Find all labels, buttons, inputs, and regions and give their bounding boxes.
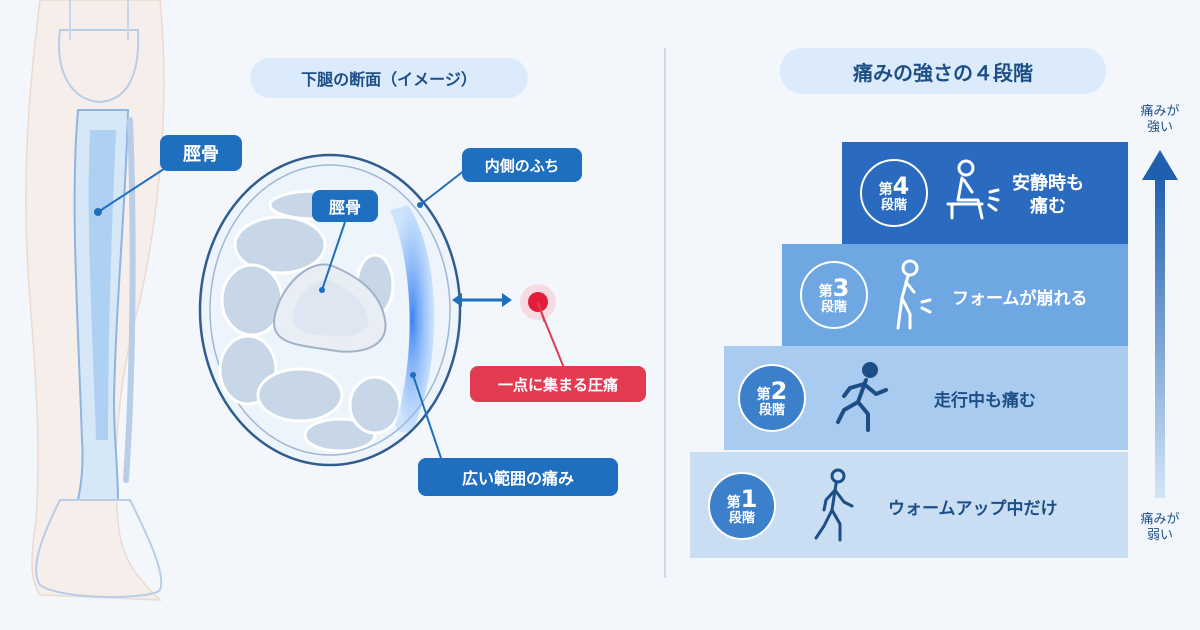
step-3-prefix: 第 xyxy=(818,283,833,300)
step-1-badge: 第1 段階 xyxy=(708,472,776,540)
step-4-text: 安静時も 痛む xyxy=(1012,172,1084,219)
step-3: 第3 段階 フォームが崩れる xyxy=(782,244,1128,346)
inner-edge-label: 内側のふち xyxy=(462,148,582,182)
running-person-icon xyxy=(836,362,888,432)
step-1: 第1 段階 ウォームアップ中だけ xyxy=(690,452,1128,558)
wide-pain-label: 広い範囲の痛み xyxy=(418,458,618,496)
step-4-number: 4 xyxy=(892,171,910,200)
step-2-badge: 第2 段階 xyxy=(738,364,806,432)
section-divider xyxy=(664,48,666,578)
leg-tibia-label: 脛骨 xyxy=(160,135,242,171)
cross-section-diagram xyxy=(198,153,466,470)
step-3-suffix: 段階 xyxy=(820,300,847,316)
scale-top-line2: 強い xyxy=(1146,120,1173,136)
step-2-suffix: 段階 xyxy=(758,403,785,419)
step-1-number: 1 xyxy=(740,484,758,513)
limping-person-icon xyxy=(896,259,932,330)
scale-top-label: 痛みが 強い xyxy=(1128,104,1192,137)
scale-bottom-line1: 痛みが xyxy=(1140,512,1180,527)
step-4-text-line2: 痛む xyxy=(1030,196,1066,218)
step-3-text: フォームが崩れる xyxy=(952,289,1088,309)
step-4-text-line1: 安静時も xyxy=(1012,173,1084,194)
leg-illustration xyxy=(25,0,171,601)
step-3-number: 3 xyxy=(832,273,850,302)
step-1-text: ウォームアップ中だけ xyxy=(888,499,1058,519)
step-4: 第4 段階 安静時も 痛む xyxy=(842,142,1128,244)
point-pain-label: 一点に集まる圧痛 xyxy=(470,366,646,402)
pain-point-leader xyxy=(537,303,565,369)
step-1-prefix: 第 xyxy=(726,494,741,511)
step-2-number: 2 xyxy=(770,376,788,405)
step-4-suffix: 段階 xyxy=(880,198,907,214)
step-1-suffix: 段階 xyxy=(728,511,755,527)
section-tibia-label: 脛骨 xyxy=(312,190,378,222)
step-4-badge: 第4 段階 xyxy=(860,159,928,227)
double-arrow-icon xyxy=(452,293,512,307)
section-title: 下腿の断面（イメージ） xyxy=(250,58,528,98)
scale-bottom-label: 痛みが 弱い xyxy=(1128,512,1192,545)
step-4-prefix: 第 xyxy=(878,181,893,198)
steps-title: 痛みの強さの４段階 xyxy=(780,48,1106,94)
walking-person-icon xyxy=(814,468,854,542)
scale-top-line1: 痛みが xyxy=(1140,104,1180,119)
step-2-text: 走行中も痛む xyxy=(934,391,1036,411)
sitting-person-icon xyxy=(946,159,1000,220)
step-2: 第2 段階 走行中も痛む xyxy=(724,346,1128,450)
scale-bottom-line2: 弱い xyxy=(1146,528,1173,544)
step-3-badge: 第3 段階 xyxy=(800,261,868,329)
intensity-arrow xyxy=(1142,150,1178,498)
step-2-prefix: 第 xyxy=(756,386,771,403)
